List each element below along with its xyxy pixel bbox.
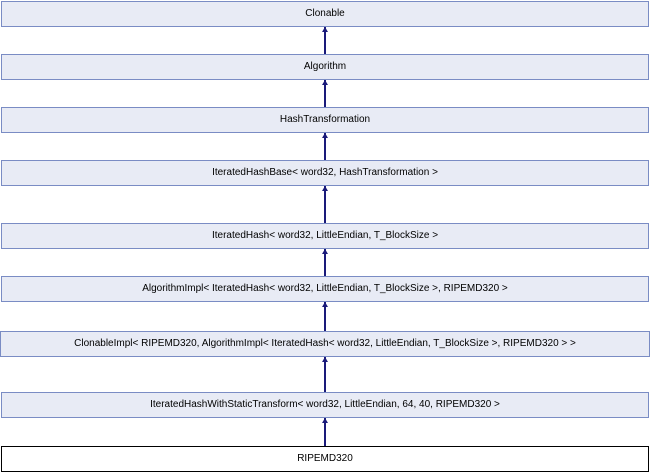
class-node-1[interactable]: Clonable xyxy=(1,1,649,27)
arrow-up-icon xyxy=(322,133,328,138)
class-node-3[interactable]: HashTransformation xyxy=(1,107,649,133)
class-node-4[interactable]: IteratedHashBase< word32, HashTransforma… xyxy=(1,160,649,186)
inheritance-edge-5 xyxy=(324,249,326,276)
class-node-8[interactable]: IteratedHashWithStaticTransform< word32,… xyxy=(1,392,649,418)
arrow-up-icon xyxy=(322,302,328,307)
class-node-9[interactable]: RIPEMD320 xyxy=(1,446,649,472)
arrow-up-icon xyxy=(322,357,328,362)
inheritance-edge-2 xyxy=(324,80,326,107)
class-node-5[interactable]: IteratedHash< word32, LittleEndian, T_Bl… xyxy=(1,223,649,249)
class-node-7[interactable]: ClonableImpl< RIPEMD320, AlgorithmImpl< … xyxy=(0,331,650,357)
inheritance-edge-8 xyxy=(324,418,326,446)
class-node-2[interactable]: Algorithm xyxy=(1,54,649,80)
inheritance-edge-4 xyxy=(324,186,326,223)
inheritance-edge-3 xyxy=(324,133,326,160)
arrow-up-icon xyxy=(322,27,328,32)
inheritance-edge-6 xyxy=(324,302,326,331)
arrow-up-icon xyxy=(322,186,328,191)
arrow-up-icon xyxy=(322,418,328,423)
inheritance-edge-1 xyxy=(324,27,326,54)
arrow-up-icon xyxy=(322,249,328,254)
arrow-up-icon xyxy=(322,80,328,85)
class-node-6[interactable]: AlgorithmImpl< IteratedHash< word32, Lit… xyxy=(1,276,649,302)
inheritance-edge-7 xyxy=(324,357,326,392)
